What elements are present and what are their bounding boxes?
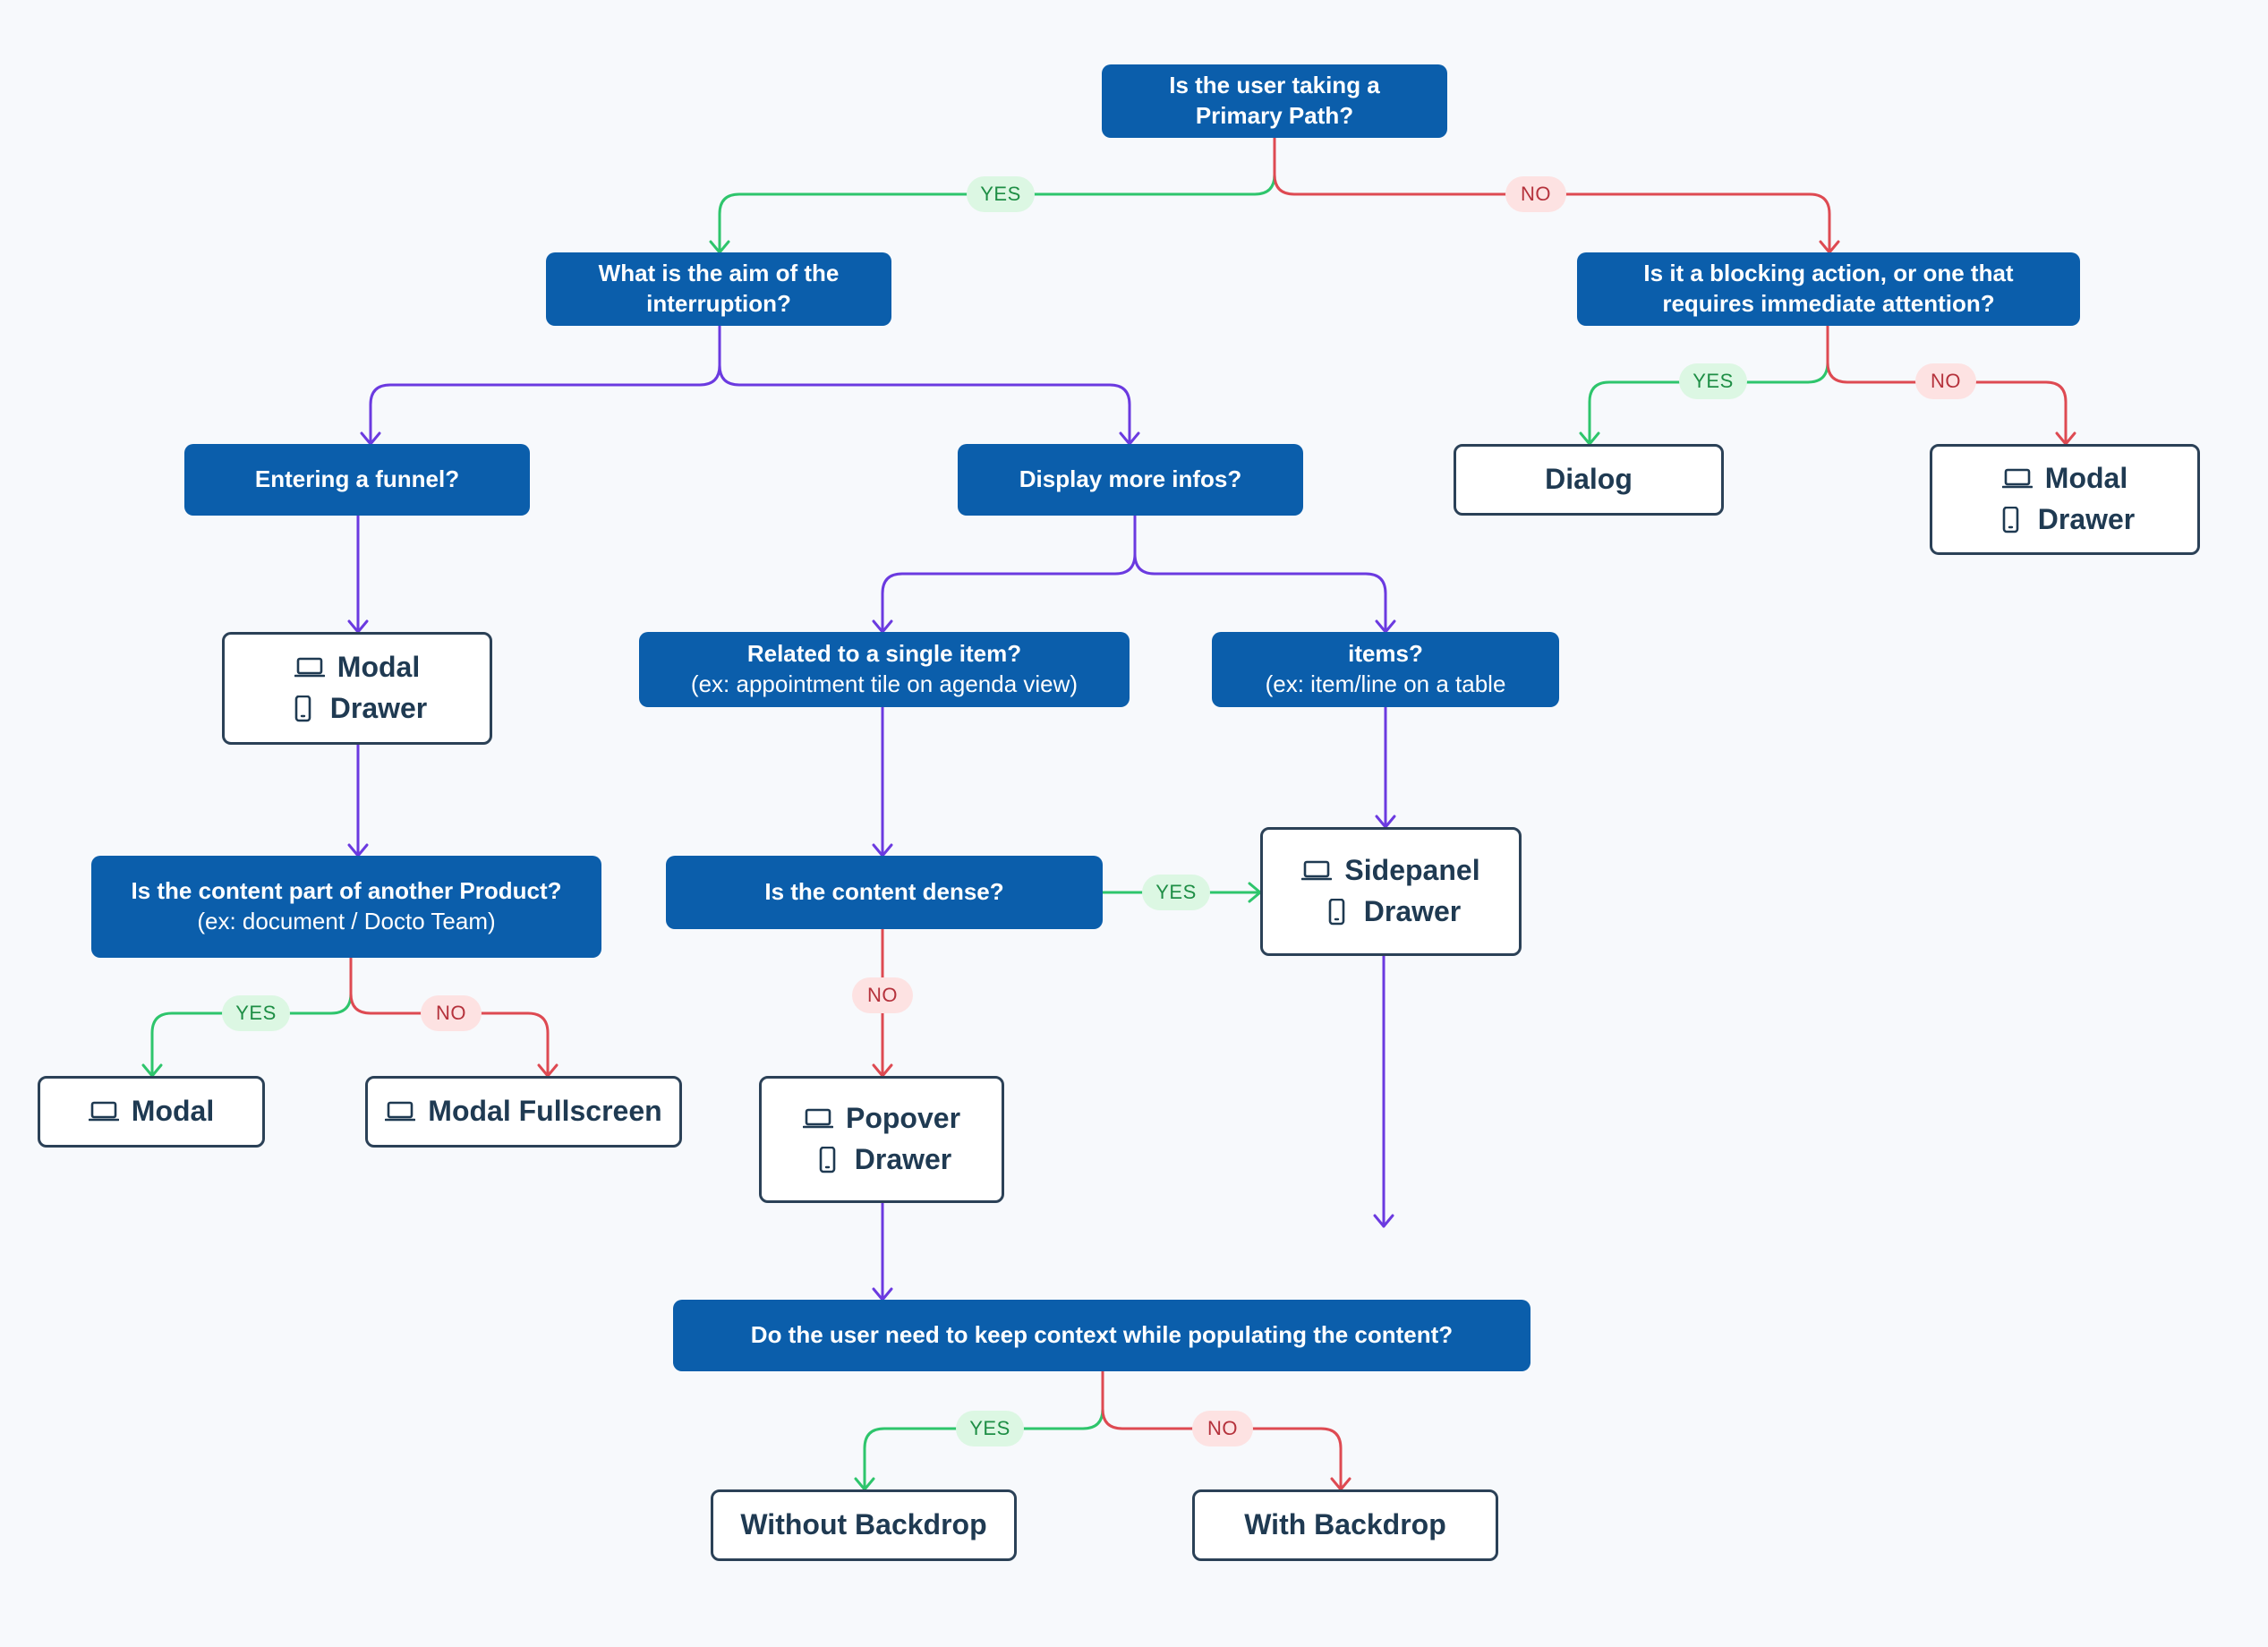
yes-label-keep-context: YES [956, 1411, 1024, 1446]
result-popover: Popover Drawer [759, 1076, 1004, 1203]
result-blocking-no-mobile: Drawer [1995, 501, 2136, 539]
laptop-icon [385, 1101, 416, 1122]
result-with-backdrop: With Backdrop [1192, 1489, 1498, 1561]
question-display-more-infos: Display more infos? [958, 444, 1303, 516]
question-content-other-product-example: (ex: document / Docto Team) [197, 908, 496, 934]
result-modal-fullscreen: Modal Fullscreen [365, 1076, 682, 1148]
result-funnel-desktop-label: Modal [337, 651, 421, 684]
question-keep-context: Do the user need to keep context while p… [673, 1300, 1530, 1371]
result-funnel-mobile-label: Drawer [329, 692, 428, 724]
result-modal-desktop-label: Modal [131, 1095, 215, 1128]
yes-label-other-product: YES [222, 995, 290, 1031]
result-funnel-desktop: Modal [294, 649, 420, 687]
laptop-icon [2001, 468, 2033, 490]
result-dialog-label: Dialog [1545, 463, 1633, 496]
question-primary-path-line-1: Is the user taking a [1169, 72, 1380, 99]
no-label-other-product: NO [421, 995, 482, 1031]
question-items-example: (ex: item/line on a table [1265, 670, 1506, 697]
question-primary-path: Is the user taking a Primary Path? [1102, 64, 1447, 138]
result-blocking-no-desktop-label: Modal [2044, 462, 2128, 495]
question-content-other-product-title: Is the content part of another Product? [131, 877, 562, 905]
result-funnel: Modal Drawer [222, 632, 492, 745]
no-label-blocking: NO [1915, 363, 1976, 399]
question-keep-context-label: Do the user need to keep context while p… [750, 1321, 1454, 1349]
result-popover-desktop-label: Popover [845, 1102, 961, 1135]
result-blocking-no: Modal Drawer [1930, 444, 2200, 555]
result-with-backdrop-label: With Backdrop [1244, 1508, 1446, 1541]
result-sidepanel-mobile-label: Drawer [1363, 895, 1462, 927]
result-modal-fullscreen-desktop-label: Modal Fullscreen [428, 1095, 662, 1128]
result-sidepanel: Sidepanel Drawer [1260, 827, 1522, 956]
result-popover-desktop: Popover [802, 1100, 961, 1138]
question-blocking-line-1: Is it a blocking action, or one that [1643, 260, 2014, 287]
question-primary-path-line-2: Primary Path? [1195, 102, 1354, 129]
result-modal: Modal [38, 1076, 265, 1148]
connector-sidepanel-down-arrowhead [1373, 1214, 1394, 1228]
connector-infos-single [881, 514, 1137, 634]
yes-label-content-dense: YES [1142, 875, 1210, 910]
laptop-icon [294, 657, 325, 678]
question-entering-funnel: Entering a funnel? [184, 444, 530, 516]
no-label-content-dense: NO [852, 977, 913, 1013]
laptop-icon [1301, 860, 1333, 882]
phone-icon [1995, 506, 2025, 533]
yes-label-blocking: YES [1679, 363, 1747, 399]
result-sidepanel-desktop: Sidepanel [1301, 852, 1480, 890]
question-blocking-action: Is it a blocking action, or one that req… [1577, 252, 2080, 326]
question-aim-line-1: What is the aim of the [598, 260, 840, 287]
result-blocking-no-desktop: Modal [2001, 460, 2128, 498]
result-without-backdrop-label: Without Backdrop [740, 1508, 987, 1541]
result-modal-desktop: Modal [88, 1093, 215, 1131]
question-aim-of-interruption: What is the aim of the interruption? [546, 252, 891, 326]
question-entering-funnel-label: Entering a funnel? [254, 465, 460, 493]
phone-icon [287, 695, 318, 722]
laptop-icon [802, 1108, 833, 1130]
question-aim-line-2: interruption? [646, 290, 791, 317]
no-label-primary-path: NO [1505, 176, 1566, 212]
question-related-single-item-example: (ex: appointment tile on agenda view) [690, 670, 1079, 697]
connector-aim-infos [718, 324, 1131, 446]
result-popover-mobile: Drawer [812, 1141, 952, 1179]
result-dialog: Dialog [1454, 444, 1724, 516]
result-sidepanel-desktop-label: Sidepanel [1344, 854, 1480, 887]
result-modal-fullscreen-desktop: Modal Fullscreen [385, 1093, 662, 1131]
connector-infos-items [1133, 514, 1387, 634]
question-related-single-item-title: Related to a single item? [746, 640, 1022, 668]
result-funnel-mobile: Drawer [287, 690, 428, 728]
result-popover-mobile-label: Drawer [854, 1143, 952, 1175]
phone-icon [812, 1146, 842, 1173]
result-sidepanel-mobile: Drawer [1321, 893, 1462, 931]
result-blocking-no-mobile-label: Drawer [2037, 503, 2136, 535]
question-display-more-infos-label: Display more infos? [1019, 465, 1242, 493]
question-content-dense-label: Is the content dense? [764, 878, 1004, 906]
question-items: items? (ex: item/line on a table [1212, 632, 1559, 707]
phone-icon [1321, 898, 1351, 926]
laptop-icon [88, 1101, 119, 1122]
result-without-backdrop: Without Backdrop [711, 1489, 1017, 1561]
question-content-other-product: Is the content part of another Product? … [91, 856, 601, 958]
yes-label-primary-path: YES [967, 176, 1035, 212]
question-items-title: items? [1348, 640, 1423, 668]
question-content-dense: Is the content dense? [666, 856, 1103, 929]
no-label-keep-context: NO [1192, 1411, 1253, 1446]
question-blocking-line-2: requires immediate attention? [1662, 290, 1995, 317]
question-related-single-item: Related to a single item? (ex: appointme… [639, 632, 1130, 707]
connector-aim-funnel [369, 324, 721, 446]
